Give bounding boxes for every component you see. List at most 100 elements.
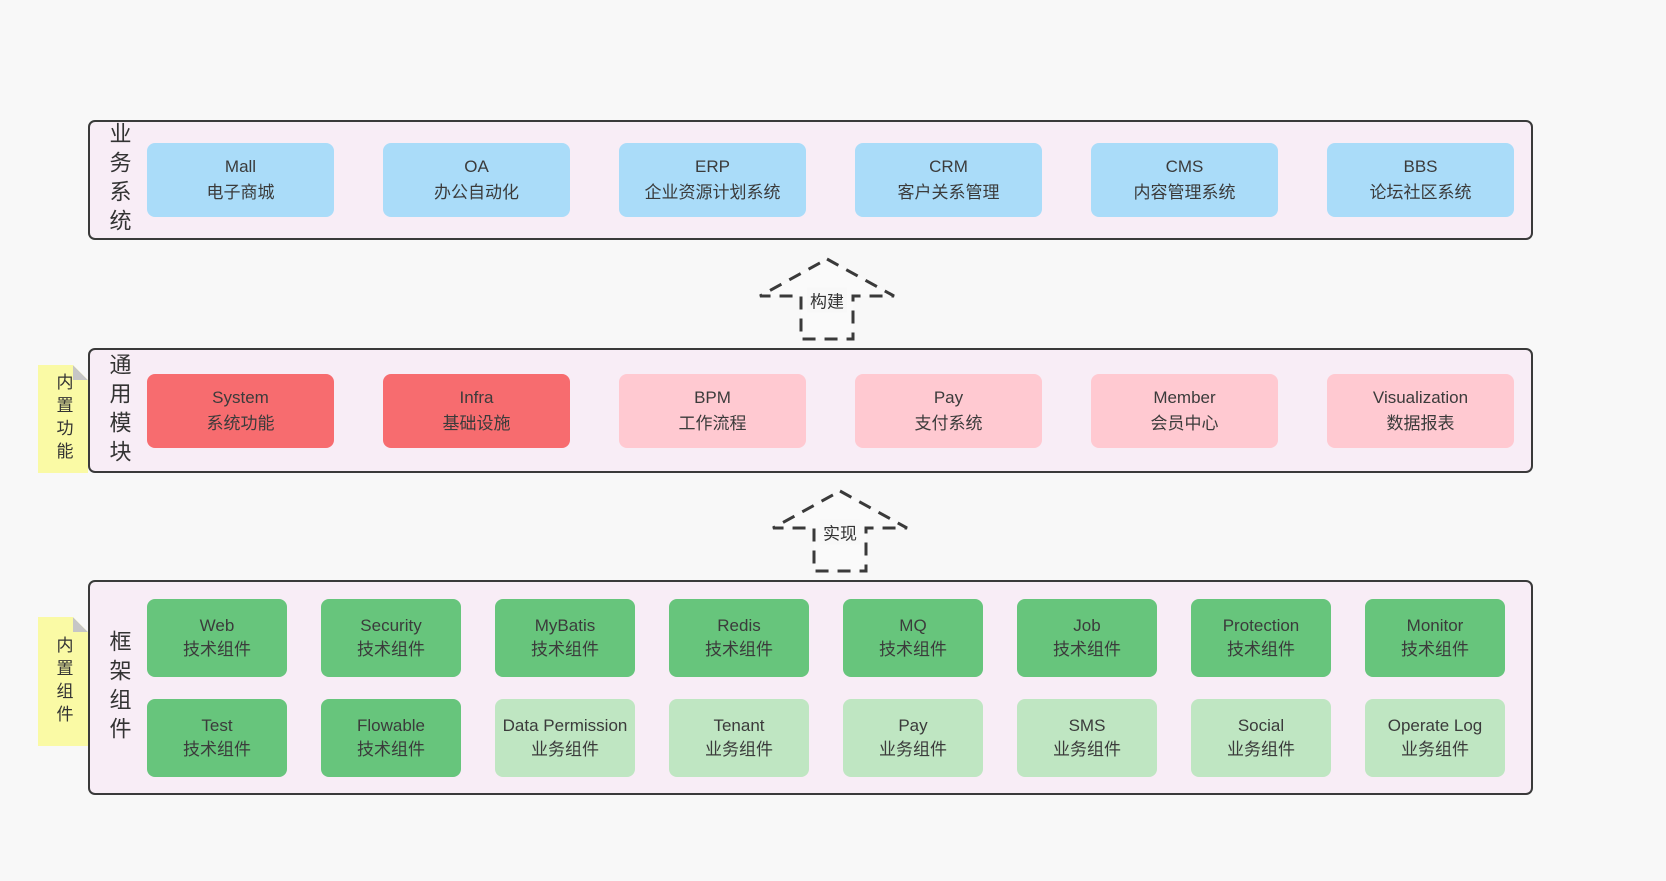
box-desc: 技术组件 <box>357 739 425 759</box>
box-desc: 工作流程 <box>678 413 747 433</box>
box-name: Pay <box>933 387 964 407</box>
box-name: BBS <box>1403 157 1438 176</box>
box-name: CRM <box>929 157 968 176</box>
box-name: Operate Log <box>1387 715 1483 735</box>
box-desc: 技术组件 <box>357 639 425 659</box>
box-oa: OA 办公自动化 <box>383 143 570 217</box>
box-desc: 论坛社区系统 <box>1369 183 1472 202</box>
panel-framework-components: 框架组件 Web 技术组件 Security 技术组件 MyBatis 技术组件… <box>88 580 1533 795</box>
tag-fold <box>73 617 88 632</box>
box-desc: 技术组件 <box>1401 639 1469 659</box>
box-name: ERP <box>695 157 730 176</box>
box-name: MyBatis <box>534 615 596 635</box>
box-name: OA <box>464 157 489 176</box>
box-name: BPM <box>694 387 731 407</box>
box-sms: SMS 业务组件 <box>1017 698 1157 777</box>
panel-label-common-text: 通用模块 <box>106 352 132 469</box>
panel-common-modules: 通用模块 System 系统功能 Infra 基础设施 BPM 工作流程 Pay… <box>88 348 1533 473</box>
box-desc: 业务组件 <box>1401 739 1469 759</box>
tag-built-in-functions-text: 内置功能 <box>53 373 73 465</box>
box-name: Web <box>199 615 235 635</box>
box-tenant: Tenant 业务组件 <box>669 698 809 777</box>
box-name: CMS <box>1165 157 1204 176</box>
box-name: Redis <box>717 615 761 635</box>
panel-label-framework-text: 框架组件 <box>106 629 132 746</box>
box-bpm: BPM 工作流程 <box>619 373 806 448</box>
box-data-permission: Data Permission 业务组件 <box>495 698 635 777</box>
box-pay-module: Pay 支付系统 <box>855 373 1042 448</box>
box-name: Infra <box>459 387 494 407</box>
arrow-build-label: 构建 <box>807 287 847 313</box>
business-boxes: Mall 电子商城 OA 办公自动化 ERP 企业资源计划系统 CRM 客户关系… <box>147 122 1531 238</box>
box-desc: 业务组件 <box>531 739 599 759</box>
box-name: Social <box>1237 715 1285 735</box>
panel-label-business: 业务系统 <box>90 122 147 238</box>
box-desc: 办公自动化 <box>434 183 519 202</box>
box-visualization: Visualization 数据报表 <box>1327 373 1514 448</box>
box-name: Protection <box>1222 615 1300 635</box>
box-security: Security 技术组件 <box>321 598 461 677</box>
tag-fold <box>73 365 88 380</box>
box-mybatis: MyBatis 技术组件 <box>495 598 635 677</box>
box-desc: 客户关系管理 <box>897 183 1000 202</box>
box-name: Visualization <box>1372 387 1469 407</box>
box-desc: 业务组件 <box>879 739 947 759</box>
arrow-implement-label: 实现 <box>820 519 860 545</box>
box-desc: 技术组件 <box>879 639 947 659</box>
box-flowable: Flowable 技术组件 <box>321 698 461 777</box>
box-name: Tenant <box>713 715 765 735</box>
box-desc: 业务组件 <box>705 739 773 759</box>
box-name: Pay <box>898 715 928 735</box>
box-desc: 技术组件 <box>1227 639 1295 659</box>
box-social: Social 业务组件 <box>1191 698 1331 777</box>
box-desc: 技术组件 <box>531 639 599 659</box>
box-name: Mall <box>224 157 257 176</box>
box-name: MQ <box>899 615 927 635</box>
box-bbs: BBS 论坛社区系统 <box>1327 143 1514 217</box>
tag-built-in-functions: 内置功能 <box>38 365 88 473</box>
box-name: SMS <box>1068 715 1106 735</box>
panel-label-framework: 框架组件 <box>90 582 147 793</box>
panel-label-common: 通用模块 <box>90 350 147 471</box>
arrow-implement: 实现 <box>770 488 910 574</box>
box-desc: 内容管理系统 <box>1133 183 1236 202</box>
common-boxes: System 系统功能 Infra 基础设施 BPM 工作流程 Pay 支付系统… <box>147 350 1531 471</box>
box-desc: 数据报表 <box>1386 413 1455 433</box>
box-member: Member 会员中心 <box>1091 373 1278 448</box>
box-name: Member <box>1153 387 1216 407</box>
box-desc: 系统功能 <box>206 413 275 433</box>
box-mq: MQ 技术组件 <box>843 598 983 677</box>
box-name: System <box>212 387 269 407</box>
panel-label-business-text: 业务系统 <box>106 122 132 238</box>
box-desc: 支付系统 <box>914 413 983 433</box>
box-desc: 技术组件 <box>183 639 251 659</box>
box-desc: 会员中心 <box>1150 413 1219 433</box>
box-desc: 基础设施 <box>442 413 511 433</box>
box-name: Flowable <box>356 715 426 735</box>
tag-built-in-components-text: 内置组件 <box>53 635 73 728</box>
box-pay-component: Pay 业务组件 <box>843 698 983 777</box>
box-desc: 电子商城 <box>206 183 275 202</box>
box-protection: Protection 技术组件 <box>1191 598 1331 677</box>
box-web: Web 技术组件 <box>147 598 287 677</box>
panel-business-systems: 业务系统 Mall 电子商城 OA 办公自动化 ERP 企业资源计划系统 CRM… <box>88 120 1533 240</box>
box-redis: Redis 技术组件 <box>669 598 809 677</box>
box-mall: Mall 电子商城 <box>147 143 334 217</box>
box-cms: CMS 内容管理系统 <box>1091 143 1278 217</box>
framework-row-2: Test 技术组件 Flowable 技术组件 Data Permission … <box>147 698 1531 777</box>
box-operate-log: Operate Log 业务组件 <box>1365 698 1505 777</box>
box-desc: 企业资源计划系统 <box>644 183 781 202</box>
arrow-build: 构建 <box>757 256 897 342</box>
box-name: Test <box>201 715 233 735</box>
box-job: Job 技术组件 <box>1017 598 1157 677</box>
box-erp: ERP 企业资源计划系统 <box>619 143 806 217</box>
framework-row-1: Web 技术组件 Security 技术组件 MyBatis 技术组件 Redi… <box>147 598 1531 677</box>
box-desc: 业务组件 <box>1053 739 1121 759</box>
box-name: Security <box>360 615 422 635</box>
box-desc: 技术组件 <box>1053 639 1121 659</box>
box-infra: Infra 基础设施 <box>383 373 570 448</box>
tag-built-in-components: 内置组件 <box>38 617 88 746</box>
box-name: Job <box>1073 615 1101 635</box>
box-name: Data Permission <box>502 715 628 735</box>
